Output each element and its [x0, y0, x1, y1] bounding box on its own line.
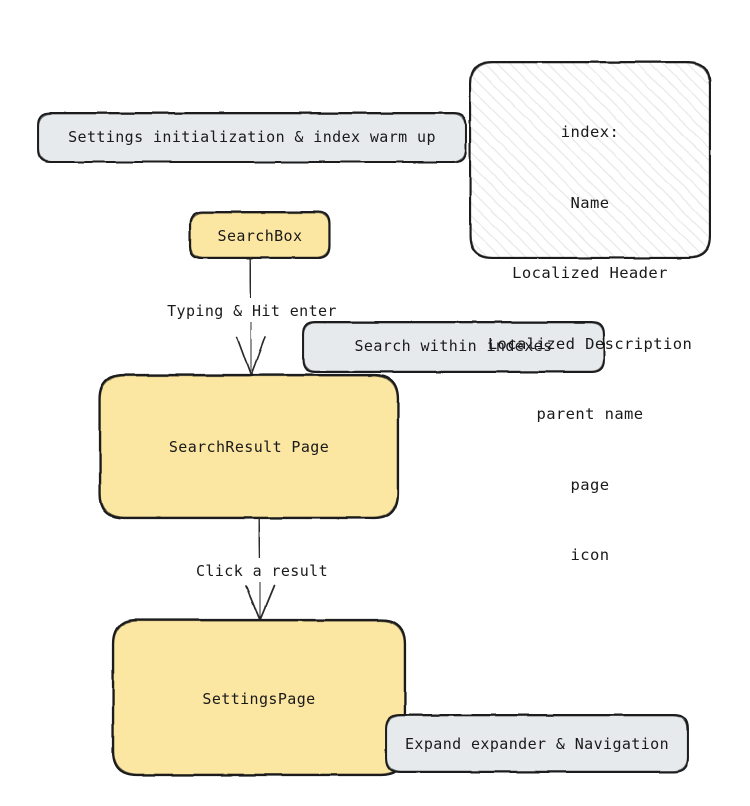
edge-typing-line	[236, 257, 266, 376]
note-expand-shape	[385, 714, 689, 773]
note-index-shape	[469, 61, 711, 259]
note-init-shape	[37, 112, 467, 163]
searchbox-shape[interactable]	[188, 210, 332, 260]
searchresult-shape[interactable]	[98, 373, 400, 520]
settingspage-node[interactable]	[113, 620, 405, 775]
note-search-indexes-shape	[302, 321, 605, 373]
searchresult-page-node[interactable]	[100, 375, 398, 518]
settingspage-shape[interactable]	[111, 618, 407, 777]
edge-click-line	[245, 517, 275, 621]
searchbox-node[interactable]	[190, 212, 330, 258]
